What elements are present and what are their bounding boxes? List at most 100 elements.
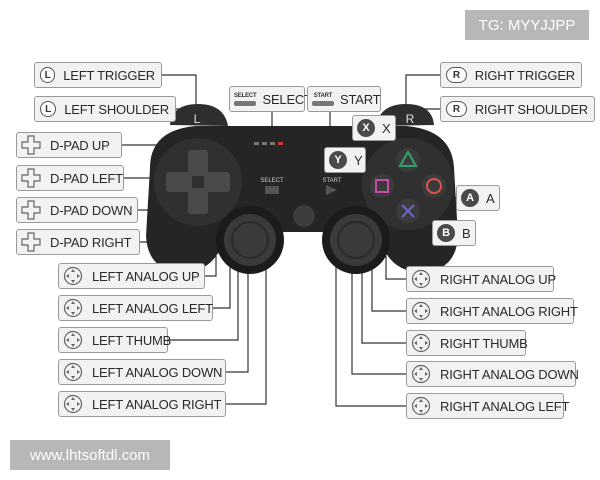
label-select: SELECT SELECT: [229, 86, 312, 112]
label-text: D-PAD DOWN: [50, 202, 133, 218]
triangle-icon: [398, 149, 418, 167]
x-badge-icon: X: [357, 119, 375, 137]
dpad-down-arm: [188, 188, 208, 214]
analog-stick-icon: [62, 393, 84, 415]
start-button: [326, 185, 337, 195]
select-small-icon: SELECT: [234, 93, 257, 106]
leader-right-thumb: [361, 262, 406, 344]
leader-left-left: [213, 258, 231, 309]
label-text: D-PAD UP: [50, 137, 110, 153]
label-right-analog-right: RIGHT ANALOG RIGHT: [406, 298, 578, 324]
label-left-analog-up: LEFT ANALOG UP: [58, 263, 205, 289]
analog-stick-icon: [62, 297, 84, 319]
analog-stick-icon: [410, 300, 432, 322]
square-icon: [375, 179, 389, 193]
leader-left-thumb: [168, 262, 239, 341]
label-text: LEFT ANALOG LEFT: [92, 300, 213, 316]
watermark-bottom: www.lhtsoftdl.com: [10, 440, 170, 470]
label-text: B: [462, 225, 471, 241]
label-left-analog-left: LEFT ANALOG LEFT: [58, 295, 213, 321]
cross-icon: [401, 204, 415, 218]
square-button: [370, 174, 394, 198]
leader-left-right: [226, 252, 267, 405]
label-dpad-down: D-PAD DOWN: [16, 197, 138, 223]
a-badge-icon: A: [461, 189, 479, 207]
r-pill-icon: R: [446, 101, 467, 117]
label-right-shoulder: R RIGHT SHOULDER: [440, 96, 595, 122]
label-text: RIGHT SHOULDER: [474, 101, 588, 117]
label-text: Y: [354, 152, 363, 168]
analog-stick-icon: [410, 395, 432, 417]
label-text: RIGHT THUMB: [440, 335, 528, 351]
leader-right-right: [371, 262, 406, 312]
label-text: LEFT ANALOG DOWN: [92, 364, 223, 380]
label-text: RIGHT ANALOG LEFT: [440, 398, 570, 414]
leader-left-down: [226, 262, 249, 373]
dpad-icon: [20, 134, 42, 156]
label-b-button: B B: [432, 220, 476, 246]
label-text: LEFT THUMB: [92, 332, 172, 348]
label-right-analog-left: RIGHT ANALOG LEFT: [406, 393, 569, 419]
dpad-well: [154, 138, 242, 226]
analog-stick-icon: [62, 329, 84, 351]
label-dpad-up: D-PAD UP: [16, 132, 122, 158]
label-left-thumb: LEFT THUMB: [58, 327, 171, 353]
start-small-icon: START: [312, 93, 334, 106]
label-text: D-PAD RIGHT: [50, 234, 132, 250]
right-stick-cap: [337, 221, 375, 259]
label-text: RIGHT TRIGGER: [474, 67, 575, 83]
home-button: [293, 205, 315, 227]
watermark-top: TG: MYYJJPP: [465, 10, 589, 40]
select-button: [265, 186, 279, 194]
leader-right-left: [335, 254, 406, 407]
player-leds: [254, 142, 283, 145]
label-left-trigger: L LEFT TRIGGER: [34, 62, 162, 88]
analog-stick-icon: [62, 265, 84, 287]
label-dpad-right: D-PAD RIGHT: [16, 229, 140, 255]
leader-left-up: [205, 256, 217, 277]
face-buttons-well: [362, 138, 454, 230]
left-bumper: [170, 104, 228, 126]
label-left-analog-right: LEFT ANALOG RIGHT: [58, 391, 226, 417]
b-badge-icon: B: [437, 224, 455, 242]
dpad-left-arm: [166, 172, 192, 192]
select-caption: SELECT: [260, 178, 284, 184]
label-text: START: [340, 91, 381, 107]
leader-left-trigger: [162, 74, 197, 105]
label-text: LEFT SHOULDER: [64, 101, 169, 117]
label-text: X: [382, 120, 391, 136]
dpad-icon: [20, 231, 42, 253]
right-bumper-letter: R: [406, 112, 415, 126]
label-right-trigger: R RIGHT TRIGGER: [440, 62, 582, 88]
dpad: [166, 150, 230, 214]
label-x-button: X X: [352, 115, 396, 141]
label-text: RIGHT ANALOG RIGHT: [440, 303, 578, 319]
label-right-analog-up: RIGHT ANALOG UP: [406, 266, 556, 292]
analog-stick-icon: [62, 361, 84, 383]
label-text: D-PAD LEFT: [50, 170, 123, 186]
label-text: RIGHT ANALOG DOWN: [440, 366, 579, 382]
label-text: LEFT ANALOG RIGHT: [92, 396, 222, 412]
label-a-button: A A: [456, 185, 500, 211]
analog-stick-icon: [410, 332, 432, 354]
label-text: RIGHT ANALOG UP: [440, 271, 556, 287]
label-start: START START: [307, 86, 381, 112]
analog-stick-icon: [410, 363, 432, 385]
dpad-icon: [20, 199, 42, 221]
label-text: LEFT TRIGGER: [63, 67, 155, 83]
y-badge-icon: Y: [329, 151, 347, 169]
circle-icon: [426, 178, 442, 194]
left-bumper-letter: L: [194, 112, 201, 126]
label-text: A: [486, 190, 495, 206]
label-left-analog-down: LEFT ANALOG DOWN: [58, 359, 226, 385]
analog-stick-icon: [410, 268, 432, 290]
label-left-shoulder: L LEFT SHOULDER: [34, 96, 176, 122]
leader-right-up: [385, 256, 406, 280]
l-pill-icon: L: [40, 67, 56, 83]
left-stick-cap: [231, 221, 269, 259]
label-right-analog-down: RIGHT ANALOG DOWN: [406, 361, 579, 387]
leader-right-down: [351, 262, 406, 375]
start-caption: START: [322, 178, 341, 184]
circle-button: [422, 174, 446, 198]
